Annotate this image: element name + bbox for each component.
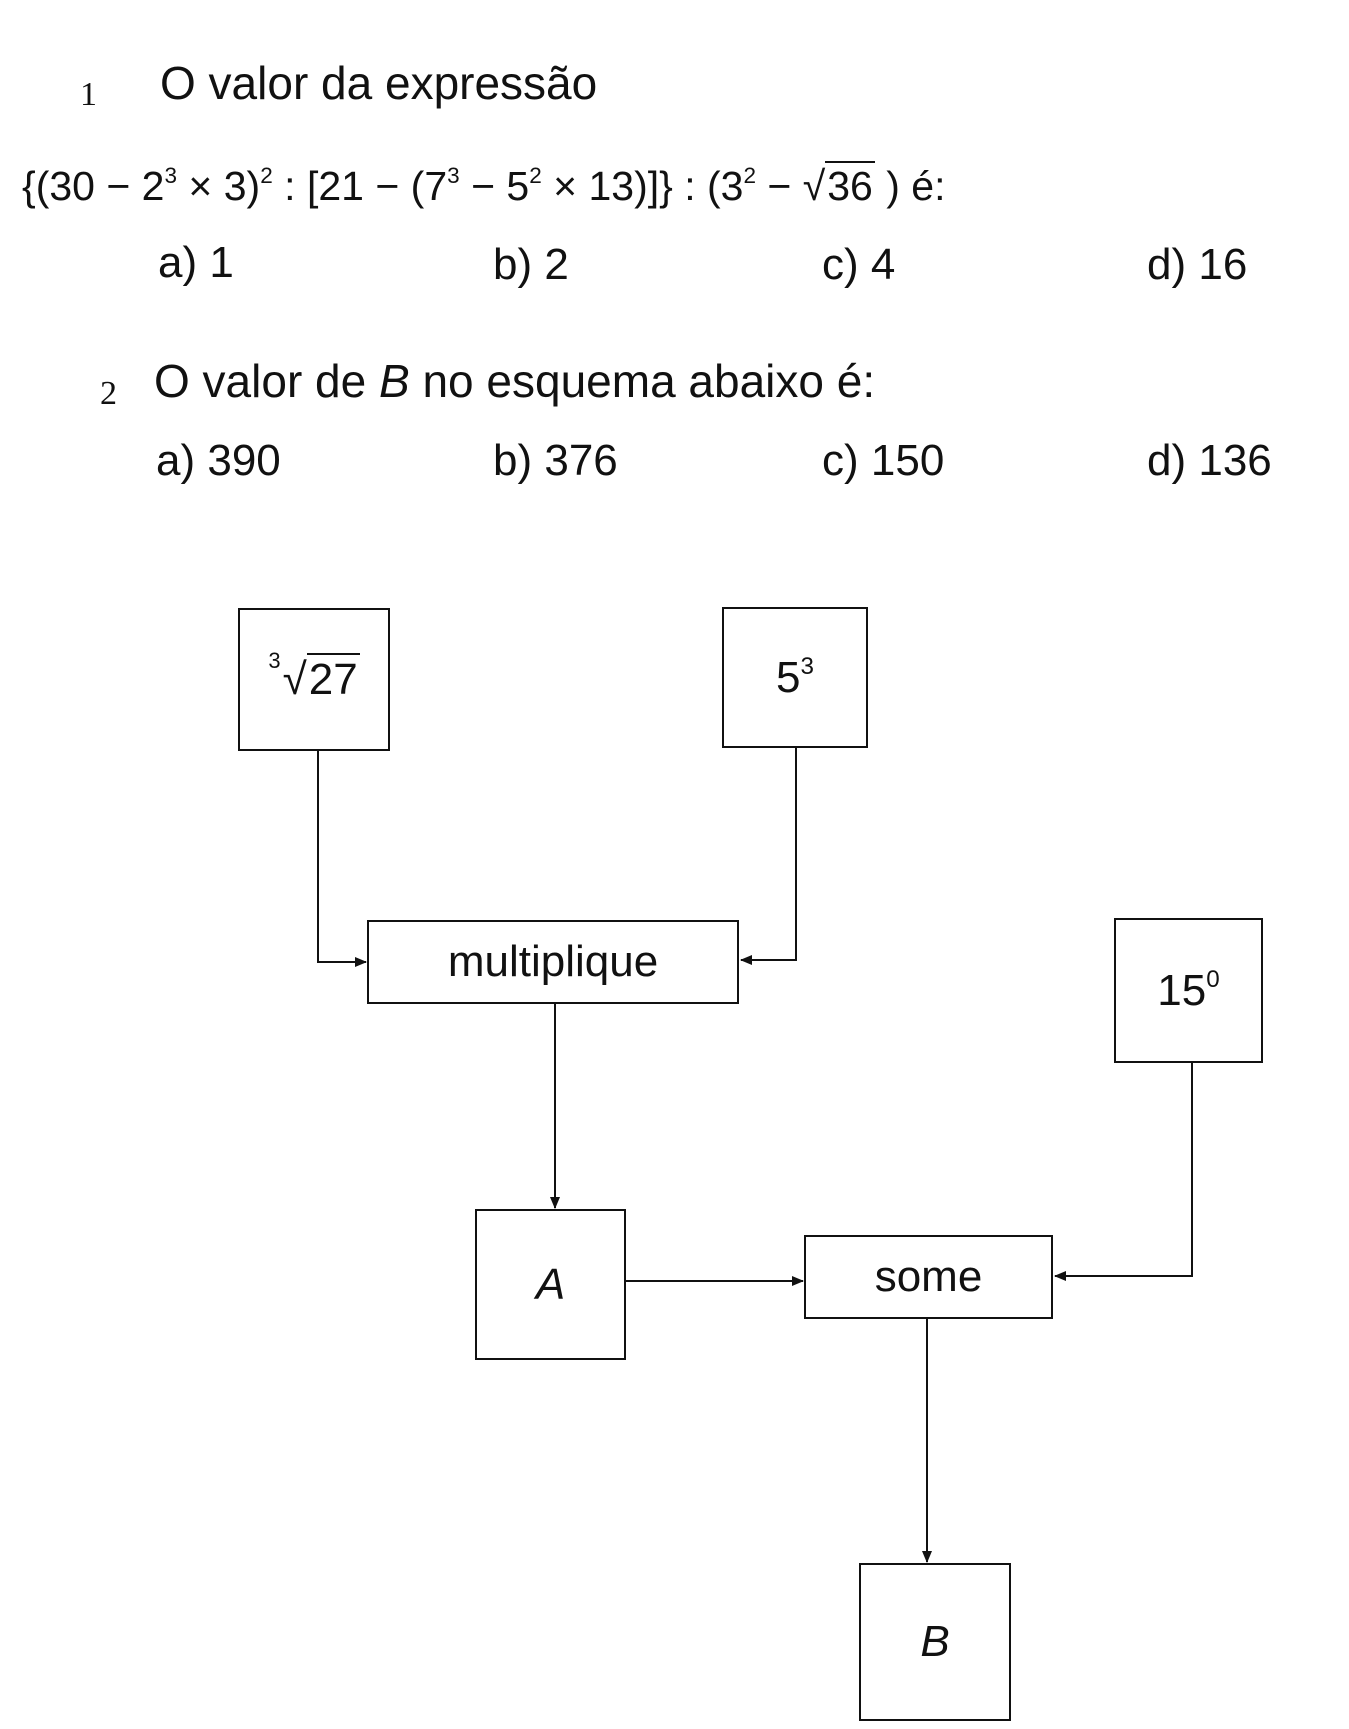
- sum-box: some: [804, 1235, 1053, 1319]
- q2-option-b: b) 376: [493, 436, 618, 485]
- question-1-number: 1: [80, 76, 97, 113]
- question-2-title: O valor de B no esquema abaixo é:: [154, 355, 876, 407]
- q1-option-b: b) 2: [493, 240, 569, 289]
- q1-option-a: a) 1: [158, 238, 234, 287]
- arrow-power-to-multiply: [740, 748, 797, 965]
- q1-option-d: d) 16: [1147, 240, 1248, 289]
- cube-root-box: 3√27: [238, 608, 390, 751]
- power-box: 53: [722, 607, 868, 748]
- q2-option-d: d) 136: [1147, 436, 1272, 485]
- arrow-cuberoot-to-multiply: [317, 751, 367, 967]
- arrow-power2-to-sum: [1054, 1063, 1193, 1281]
- question-1-expression: {(30 − 23 × 3)2 : [21 − (73 − 52 × 13)]}…: [22, 161, 946, 209]
- q1-option-c: c) 4: [822, 240, 896, 289]
- question-2-number: 2: [100, 375, 117, 412]
- question-1-title: O valor da expressão: [160, 57, 598, 109]
- a-box: A: [475, 1209, 626, 1360]
- q2-option-a: a) 390: [156, 436, 281, 485]
- multiply-box: multiplique: [367, 920, 739, 1004]
- power2-box: 150: [1114, 918, 1263, 1063]
- b-box: B: [859, 1563, 1011, 1721]
- q2-option-c: c) 150: [822, 436, 945, 485]
